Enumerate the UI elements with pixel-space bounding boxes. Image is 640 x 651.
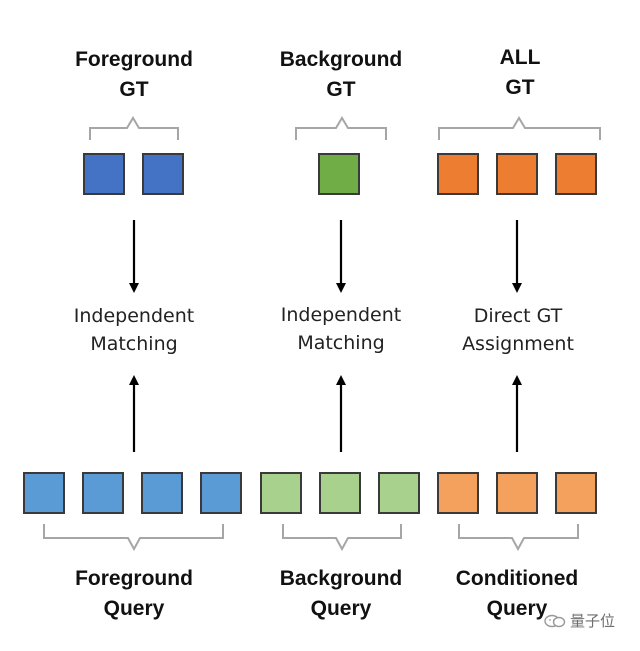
conditioned-query-square: [496, 472, 538, 514]
foreground-query-line2: Query: [103, 597, 165, 620]
all-gt-label: ALL GT: [440, 43, 600, 103]
conditioned-query-line2: Query: [486, 597, 548, 620]
conditioned-query-bracket: [458, 524, 579, 552]
foreground-gt-bracket: [89, 116, 179, 140]
background-query-bracket: [282, 524, 402, 552]
background-query-square: [260, 472, 302, 514]
conditioned-query-square: [555, 472, 597, 514]
background-matching-line1: Independent: [280, 304, 402, 326]
foreground-query-label: Foreground Query: [54, 564, 214, 624]
foreground-gt-square: [142, 153, 184, 195]
background-query-line2: Query: [310, 597, 372, 620]
all-gt-square: [555, 153, 597, 195]
conditioned-query-square: [437, 472, 479, 514]
conditioned-query-label: Conditioned Query: [437, 564, 597, 624]
foreground-query-bracket: [43, 524, 224, 552]
foreground-matching-label: Independent Matching: [44, 302, 224, 358]
background-matching-label: Independent Matching: [251, 301, 431, 357]
foreground-gt-label: Foreground GT: [54, 45, 214, 105]
foreground-gt-label-line2: GT: [119, 78, 149, 101]
background-gt-label-line1: Background: [279, 48, 403, 71]
background-query-label: Background Query: [261, 564, 421, 624]
all-gt-label-line2: GT: [505, 76, 535, 99]
foreground-query-line1: Foreground: [75, 567, 193, 590]
background-query-square: [319, 472, 361, 514]
foreground-gt-square: [83, 153, 125, 195]
conditioned-query-line1: Conditioned: [455, 567, 579, 590]
watermark-logo-icon: [544, 613, 566, 629]
foreground-query-square: [23, 472, 65, 514]
background-query-square: [378, 472, 420, 514]
foreground-query-square: [200, 472, 242, 514]
direct-assignment-line2: Assignment: [462, 333, 574, 355]
background-gt-label-line2: GT: [326, 78, 356, 101]
foreground-matching-line2: Matching: [90, 333, 178, 355]
all-gt-label-line1: ALL: [499, 46, 541, 69]
all-gt-bracket: [438, 116, 601, 140]
foreground-matching-line1: Independent: [73, 305, 195, 327]
direct-assignment-label: Direct GT Assignment: [428, 302, 608, 358]
all-gt-square: [437, 153, 479, 195]
background-gt-bracket: [295, 116, 387, 140]
watermark: 量子位: [544, 610, 615, 631]
background-matching-line2: Matching: [297, 332, 385, 354]
watermark-text: 量子位: [570, 612, 616, 630]
background-gt-label: Background GT: [261, 45, 421, 105]
foreground-gt-label-line1: Foreground: [75, 48, 193, 71]
foreground-query-square: [82, 472, 124, 514]
background-query-line1: Background: [279, 567, 403, 590]
direct-assignment-line1: Direct GT: [473, 305, 563, 327]
all-gt-square: [496, 153, 538, 195]
foreground-query-square: [141, 472, 183, 514]
background-gt-square: [318, 153, 360, 195]
